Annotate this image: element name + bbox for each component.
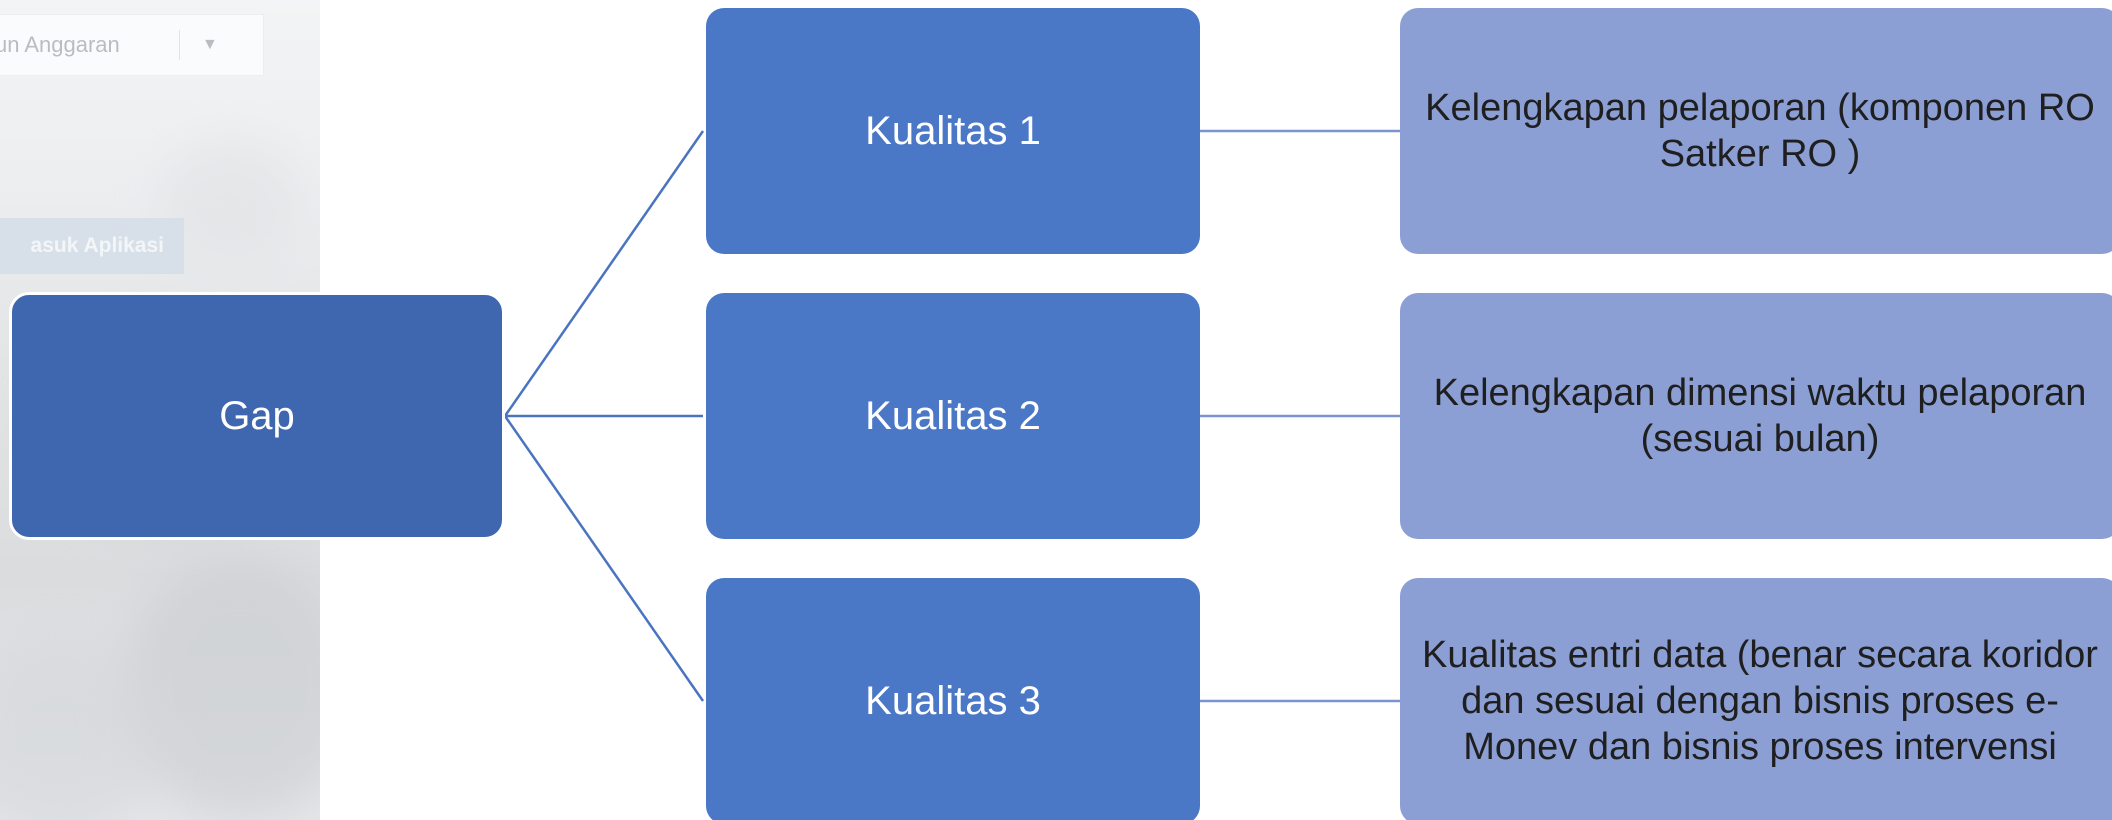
- detail-node-kualitas-1: Kelengkapan pelaporan (komponen RO Satke…: [1400, 8, 2112, 254]
- detail-node-kualitas-1-text: Kelengkapan pelaporan (komponen RO Satke…: [1425, 87, 2095, 175]
- root-node-label: Gap: [219, 393, 295, 438]
- detail-node-kualitas-3-text: Kualitas entri data (benar secara korido…: [1422, 634, 2098, 768]
- caret-down-icon: ▼: [202, 36, 218, 53]
- detail-node-kualitas-2-text: Kelengkapan dimensi waktu pelaporan (ses…: [1433, 372, 2087, 460]
- background-select-text: un Anggaran: [0, 32, 120, 57]
- detail-node-kualitas-3: Kualitas entri data (benar secara korido…: [1400, 578, 2112, 820]
- node-kualitas-1-label: Kualitas 1: [865, 108, 1041, 153]
- connector-root-to-kualitas-3: [503, 415, 705, 702]
- node-kualitas-3-label: Kualitas 3: [865, 678, 1041, 723]
- background-select-divider: [179, 30, 180, 60]
- background-button-label: asuk Aplikasi: [30, 234, 164, 257]
- node-kualitas-2-label: Kualitas 2: [865, 393, 1041, 438]
- root-node-gap: Gap: [9, 292, 505, 540]
- connector-root-to-kualitas-1: [503, 130, 705, 417]
- background-enter-app-button: asuk Aplikasi: [0, 218, 184, 274]
- detail-node-kualitas-2: Kelengkapan dimensi waktu pelaporan (ses…: [1400, 293, 2112, 539]
- background-year-select: un Anggaran ▼: [0, 14, 264, 76]
- node-kualitas-3: Kualitas 3: [706, 578, 1200, 820]
- node-kualitas-1: Kualitas 1: [706, 8, 1200, 254]
- node-kualitas-2: Kualitas 2: [706, 293, 1200, 539]
